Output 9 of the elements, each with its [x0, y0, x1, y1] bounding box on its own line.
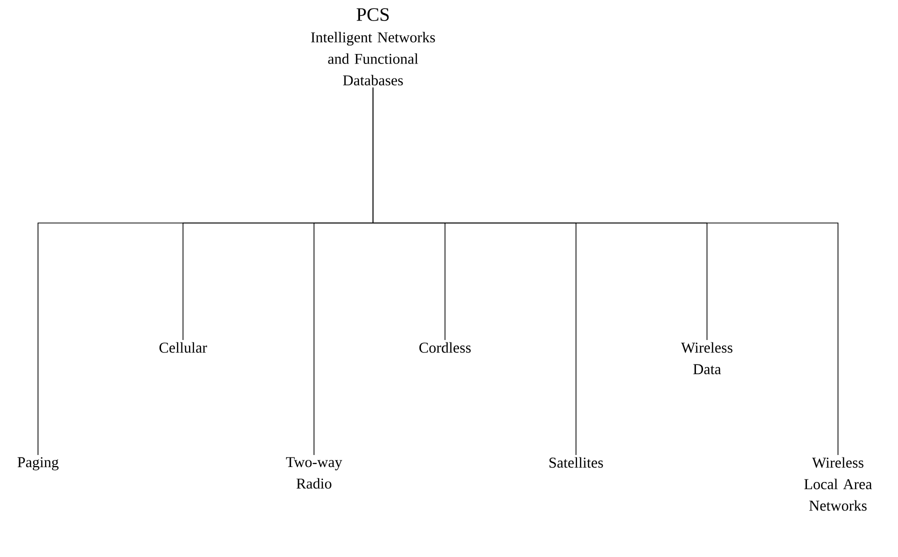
root-label: PCS Intelligent Networks and Functional Databases: [311, 8, 435, 86]
category-label: Wireless Data: [681, 342, 732, 374]
category-label: Cellular: [159, 342, 208, 353]
category-label: Cordless: [419, 342, 471, 353]
category-label: Satellites: [550, 457, 603, 468]
category-label: Wireless Local Area Networks: [804, 457, 872, 511]
category-label: Paging: [18, 457, 59, 470]
category-label: Two-way Radio: [286, 457, 342, 489]
connector-line: [372, 87, 838, 456]
